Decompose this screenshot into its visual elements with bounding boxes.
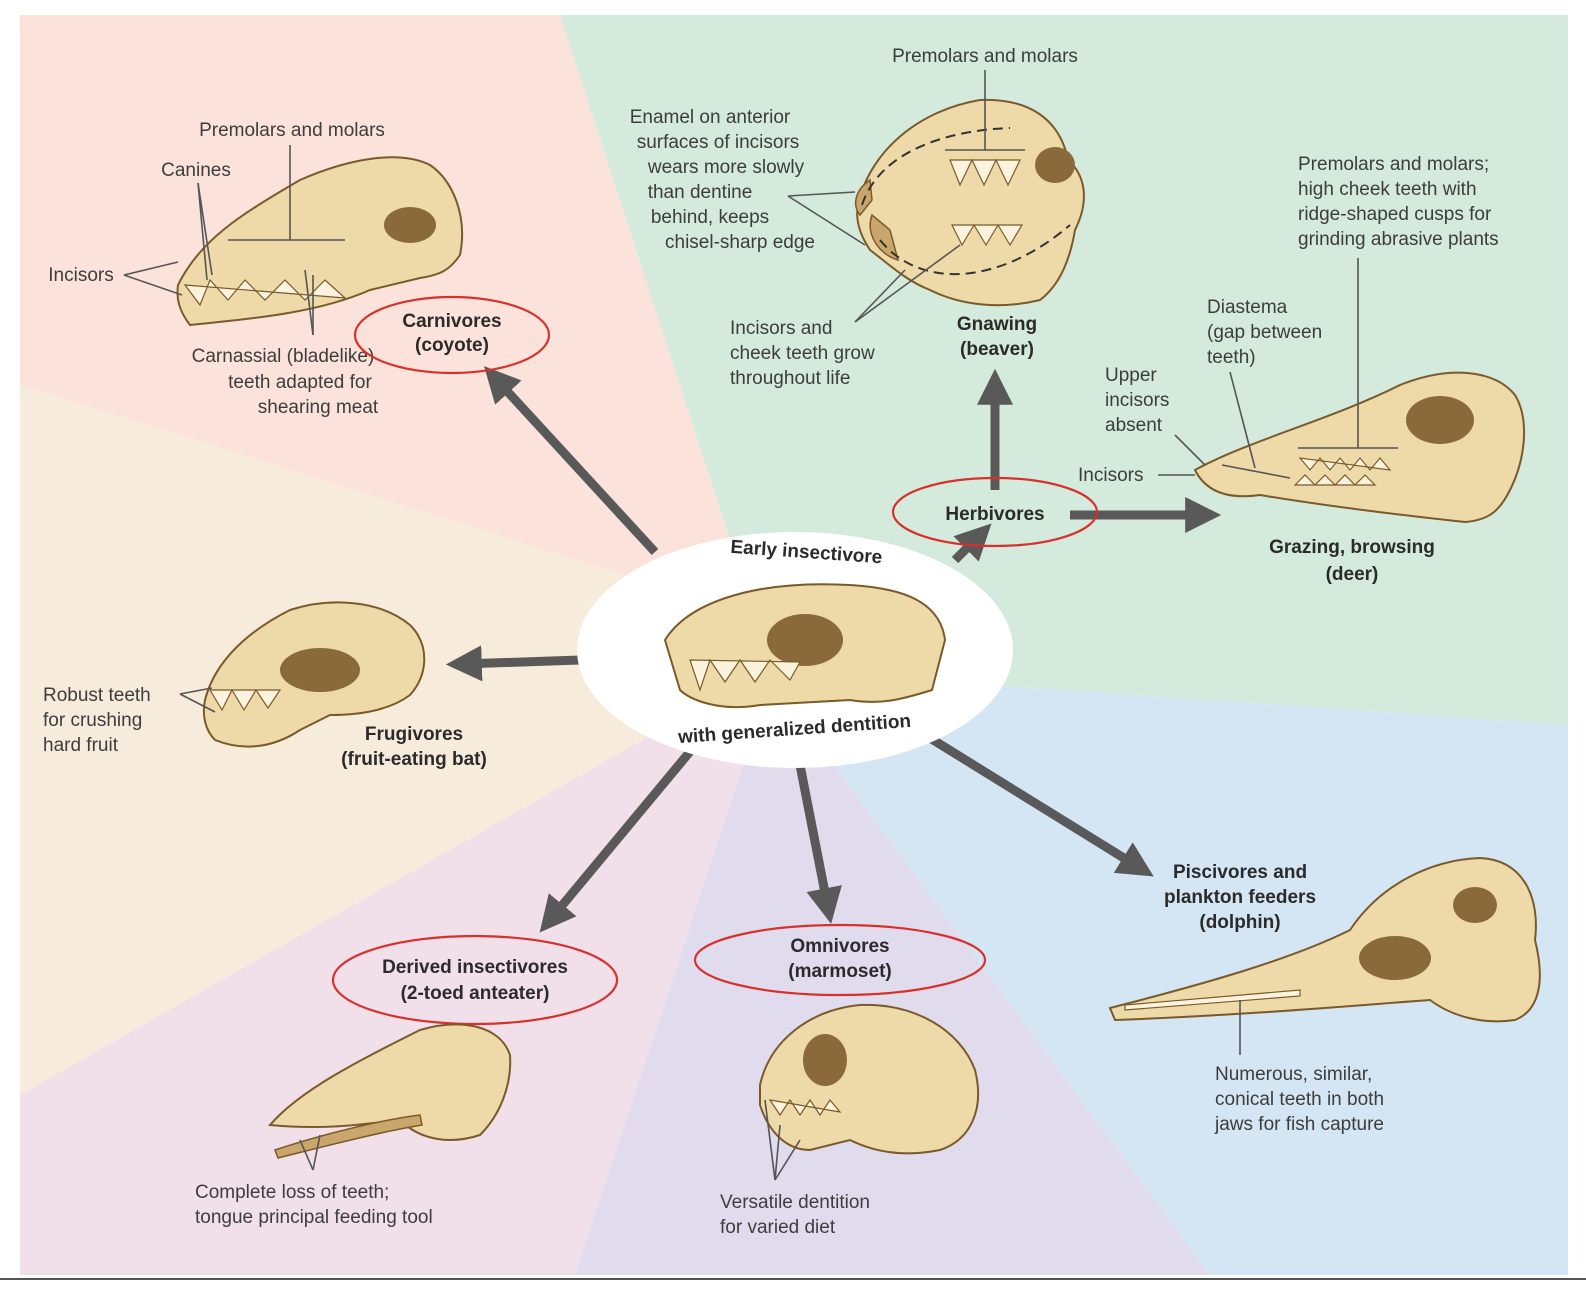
svg-text:plankton feeders: plankton feeders	[1164, 887, 1316, 908]
svg-text:Diastema: Diastema	[1207, 297, 1288, 318]
grazing-title: Grazing, browsing	[1269, 537, 1435, 558]
arrow-frugivores	[445, 645, 581, 682]
gnawing-group: Premolars and molars Enamel on anterior …	[630, 46, 1085, 389]
arrows	[445, 366, 1222, 933]
insectivores-title: Derived insectivores	[382, 957, 568, 978]
svg-text:tongue principal feeding tool: tongue principal feeding tool	[195, 1207, 433, 1228]
grazing-group: Premolars and molars; high cheek teeth w…	[1078, 154, 1525, 585]
svg-text:Carnassial (bladelike): Carnassial (bladelike)	[192, 346, 375, 367]
arrow-herbivores	[951, 523, 992, 564]
svg-text:Numerous, similar,: Numerous, similar,	[1215, 1064, 1372, 1085]
svg-text:jaws for fish capture: jaws for fish capture	[1214, 1114, 1384, 1135]
svg-text:incisors: incisors	[1105, 390, 1169, 411]
svg-text:(gap between: (gap between	[1207, 322, 1322, 343]
herbivores-highlight	[891, 476, 1099, 548]
svg-text:shearing meat: shearing meat	[258, 397, 379, 418]
svg-text:(fruit-eating bat): (fruit-eating bat)	[341, 749, 487, 770]
arrow-omnivores	[795, 764, 842, 924]
piscivores-group: Piscivores and plankton feeders (dolphin…	[1108, 856, 1541, 1135]
svg-text:Premolars and molars: Premolars and molars	[199, 120, 385, 141]
carnivores-highlight	[353, 295, 551, 375]
svg-text:(beaver): (beaver)	[960, 339, 1034, 360]
svg-text:for varied diet: for varied diet	[720, 1217, 836, 1238]
svg-text:than dentine: than dentine	[648, 182, 753, 203]
insectivore-sector	[20, 730, 745, 1275]
svg-text:Robust teeth: Robust teeth	[43, 685, 151, 706]
svg-text:throughout life: throughout life	[730, 368, 850, 389]
omnivores-group: Omnivores (marmoset) Versatile dentition…	[693, 923, 987, 1238]
svg-text:(2-toed anteater): (2-toed anteater)	[401, 983, 550, 1004]
insectivores-highlight	[331, 934, 619, 1026]
arrow-insectivores	[539, 745, 697, 933]
center-node: Early insectivore with generalized denti…	[577, 532, 1013, 768]
svg-text:Upper: Upper	[1105, 365, 1157, 386]
carnivores-title: Carnivores	[402, 311, 501, 332]
svg-text:Incisors: Incisors	[1078, 465, 1143, 486]
svg-text:wears more slowly: wears more slowly	[647, 157, 805, 178]
svg-text:teeth): teeth)	[1207, 347, 1256, 368]
herbivores-title: Herbivores	[945, 504, 1044, 525]
frugivores-title: Frugivores	[365, 724, 463, 745]
arrow-piscivores	[927, 734, 1154, 877]
svg-text:(marmoset): (marmoset)	[788, 961, 891, 982]
gnawing-title: Gnawing	[957, 314, 1037, 335]
svg-text:surfaces of incisors: surfaces of incisors	[637, 132, 800, 153]
svg-text:for crushing: for crushing	[43, 710, 142, 731]
arrow-carnivores	[484, 366, 659, 556]
svg-text:Premolars and molars: Premolars and molars	[892, 46, 1078, 67]
svg-text:ridge-shaped cusps for: ridge-shaped cusps for	[1298, 204, 1492, 225]
svg-text:(coyote): (coyote)	[415, 335, 489, 356]
frugivore-sector	[20, 385, 660, 1095]
svg-text:teeth adapted for: teeth adapted for	[228, 372, 372, 393]
carnivores-group: Premolars and molars Canines Incisors Ca…	[48, 120, 551, 418]
svg-text:grinding abrasive plants: grinding abrasive plants	[1298, 229, 1499, 250]
svg-text:cheek teeth grow: cheek teeth grow	[730, 343, 875, 364]
piscivores-title: Piscivores and	[1173, 862, 1307, 883]
svg-text:Incisors: Incisors	[48, 265, 113, 286]
piscivore-sector	[830, 685, 1568, 1275]
svg-text:behind, keeps: behind, keeps	[651, 207, 769, 228]
svg-text:high cheek teeth with: high cheek teeth with	[1298, 179, 1477, 200]
svg-text:Incisors and: Incisors and	[730, 318, 832, 339]
omnivores-title: Omnivores	[790, 936, 889, 957]
dolphin-skull	[1108, 856, 1541, 1023]
svg-text:Premolars and molars;: Premolars and molars;	[1298, 154, 1489, 175]
svg-text:Versatile dentition: Versatile dentition	[720, 1192, 870, 1213]
svg-text:chisel-sharp edge: chisel-sharp edge	[665, 232, 815, 253]
svg-text:Enamel on anterior: Enamel on anterior	[630, 107, 791, 128]
svg-text:Canines: Canines	[161, 160, 231, 181]
svg-text:(dolphin): (dolphin)	[1199, 912, 1280, 933]
svg-text:absent: absent	[1105, 415, 1163, 436]
svg-text:conical teeth in both: conical teeth in both	[1215, 1089, 1384, 1110]
insectivores-group: Derived insectivores (2-toed anteater) C…	[195, 934, 619, 1228]
svg-text:(deer): (deer)	[1326, 564, 1379, 585]
background-sectors	[20, 15, 1568, 1275]
herbivores-group: Herbivores	[891, 476, 1099, 548]
svg-text:hard fruit: hard fruit	[43, 735, 119, 756]
frugivores-group: Robust teeth for crushing hard fruit Fru…	[43, 601, 487, 770]
svg-text:Complete loss of teeth;: Complete loss of teeth;	[195, 1182, 389, 1203]
omnivores-highlight	[693, 923, 987, 997]
